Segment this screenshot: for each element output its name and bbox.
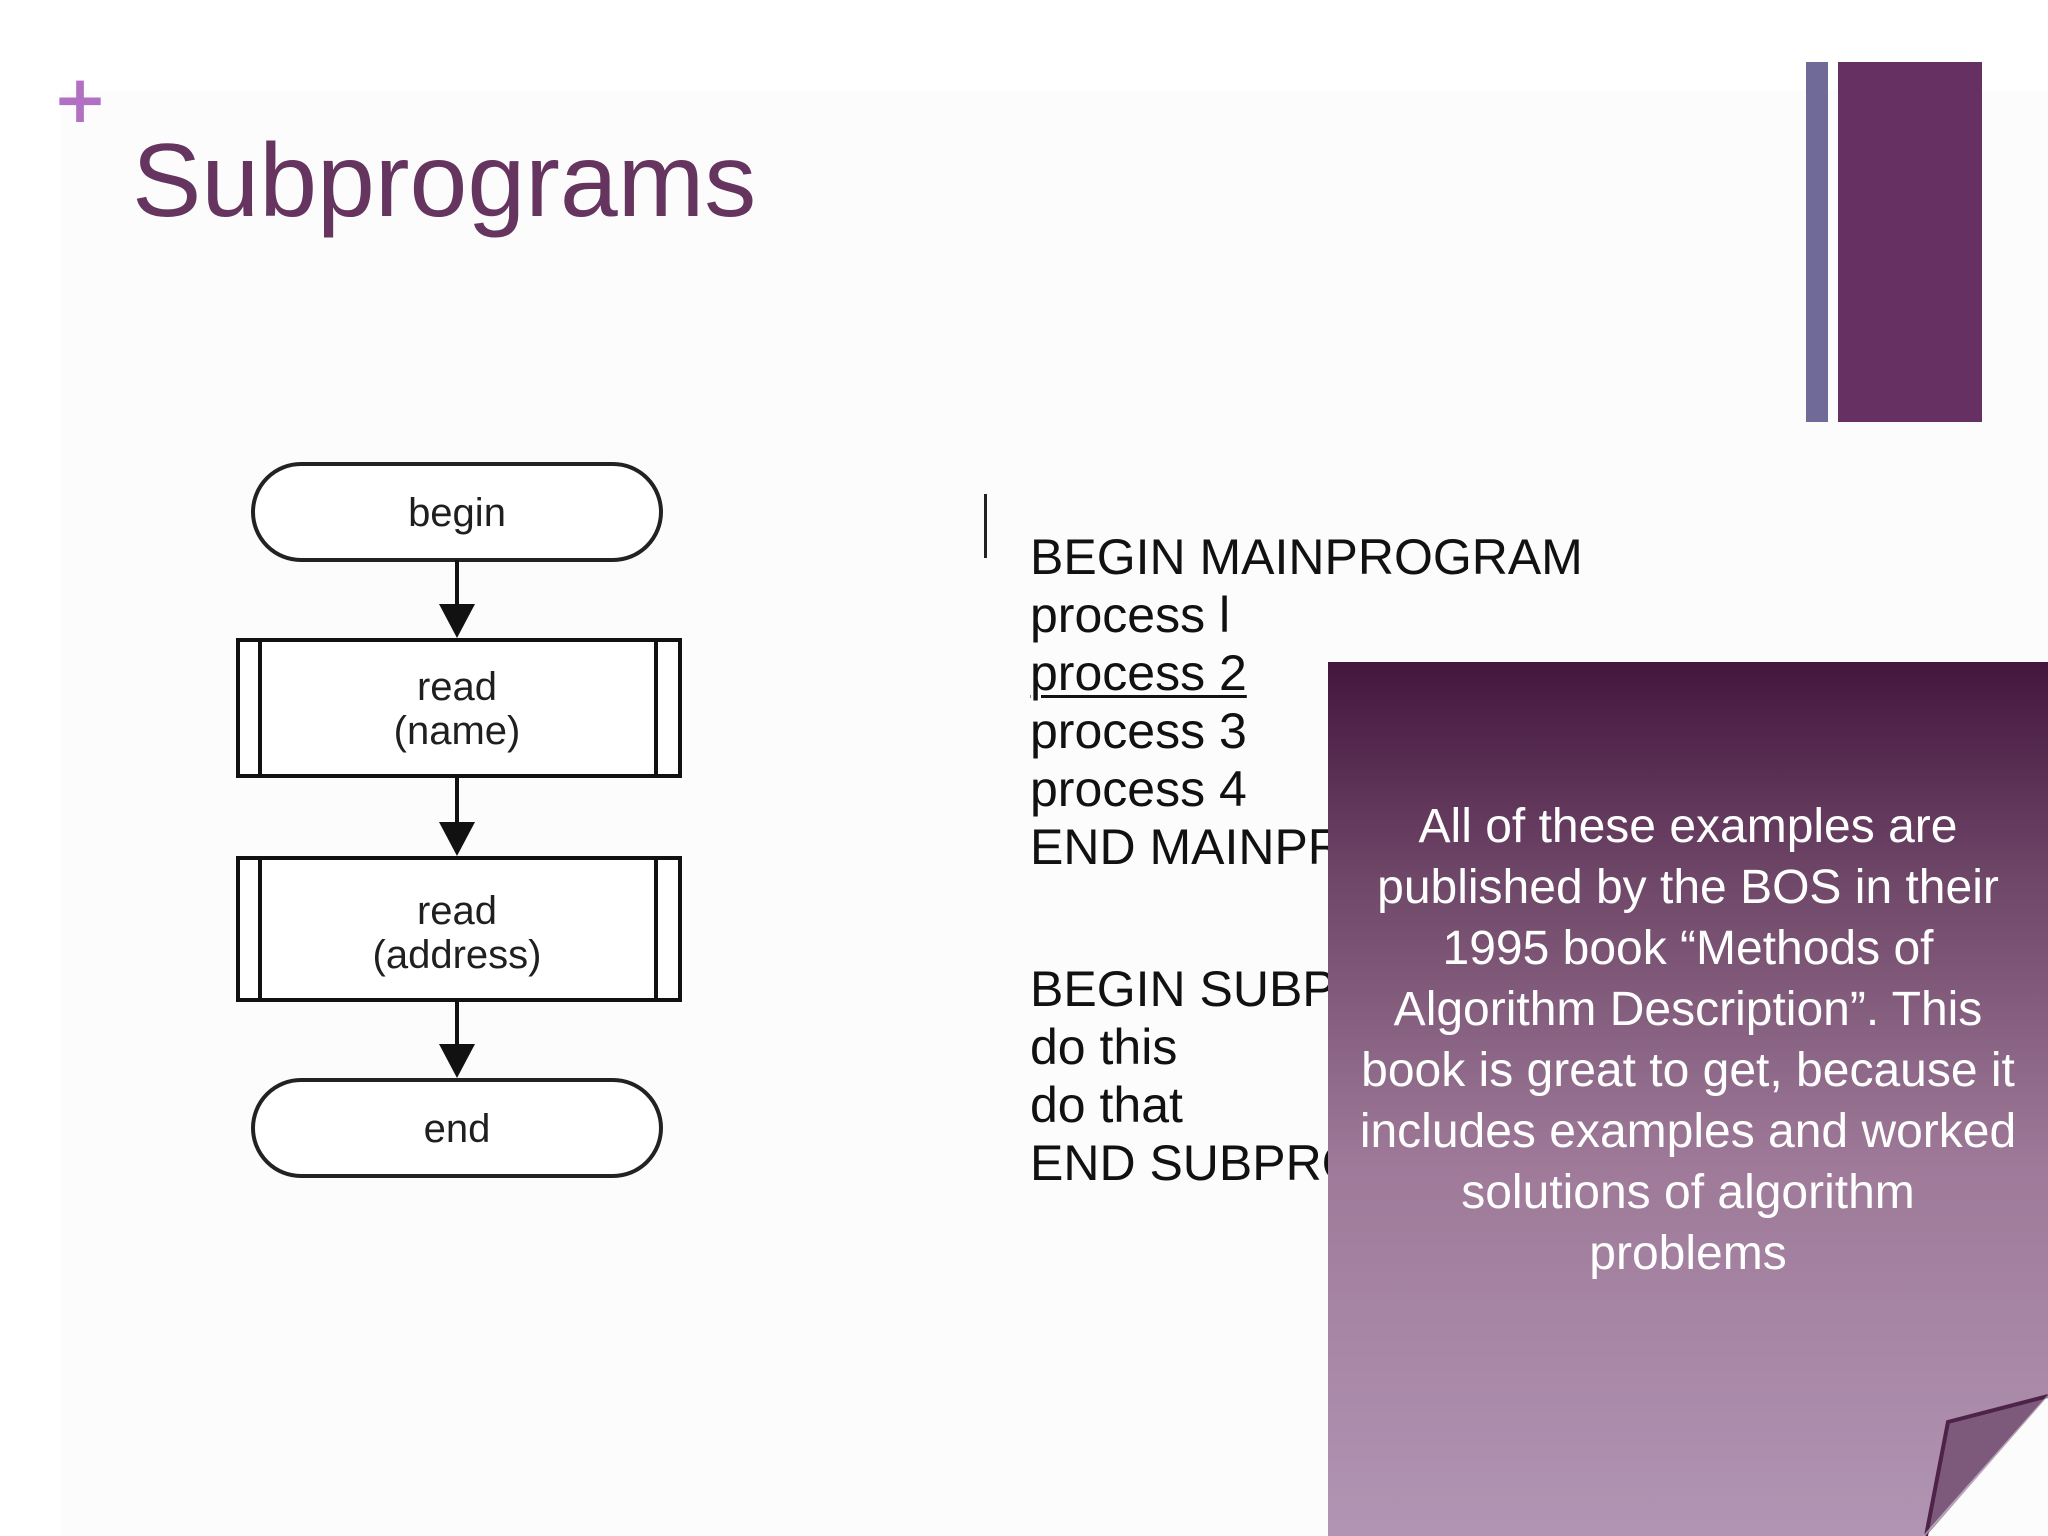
callout-note: All of these examples are published by t… (1328, 662, 2048, 1536)
text-cursor-mark (984, 494, 987, 558)
code-line: process l (1030, 587, 1231, 643)
code-line: BEGIN SUBP (1030, 961, 1336, 1017)
accent-bar-thin (1806, 62, 1828, 422)
code-line: END SUBPRO (1030, 1135, 1361, 1191)
end-label: end (424, 1107, 491, 1151)
read-address-line2: (address) (373, 933, 542, 977)
callout-text: All of these examples are published by t… (1359, 800, 2017, 1280)
read-address-subprocess (236, 856, 682, 1002)
pseudocode-block: BEGIN MAINPROGRAM process l process 2 pr… (1030, 528, 1750, 1192)
code-line: END MAINPR (1030, 819, 1344, 875)
read-name-line1: read (417, 665, 497, 709)
arrow-down-icon (439, 822, 475, 856)
code-line: process 2 (1030, 645, 1247, 701)
arrow-down-icon (439, 604, 475, 638)
accent-bar-thick (1838, 62, 1982, 422)
end-terminal (251, 1078, 663, 1178)
code-line: process 3 (1030, 703, 1247, 759)
read-address-line1: read (417, 889, 497, 933)
read-name-subprocess (236, 638, 682, 778)
arrow-down-icon (439, 1044, 475, 1078)
read-name-line2: (name) (394, 709, 521, 753)
code-line: do that (1030, 1077, 1183, 1133)
slide-title: Subprograms (132, 123, 757, 239)
code-line: process 4 (1030, 761, 1247, 817)
plus-icon: + (52, 61, 108, 138)
code-line: BEGIN MAINPROGRAM (1030, 529, 1583, 585)
code-line: do this (1030, 1019, 1178, 1075)
begin-label: begin (408, 491, 506, 535)
